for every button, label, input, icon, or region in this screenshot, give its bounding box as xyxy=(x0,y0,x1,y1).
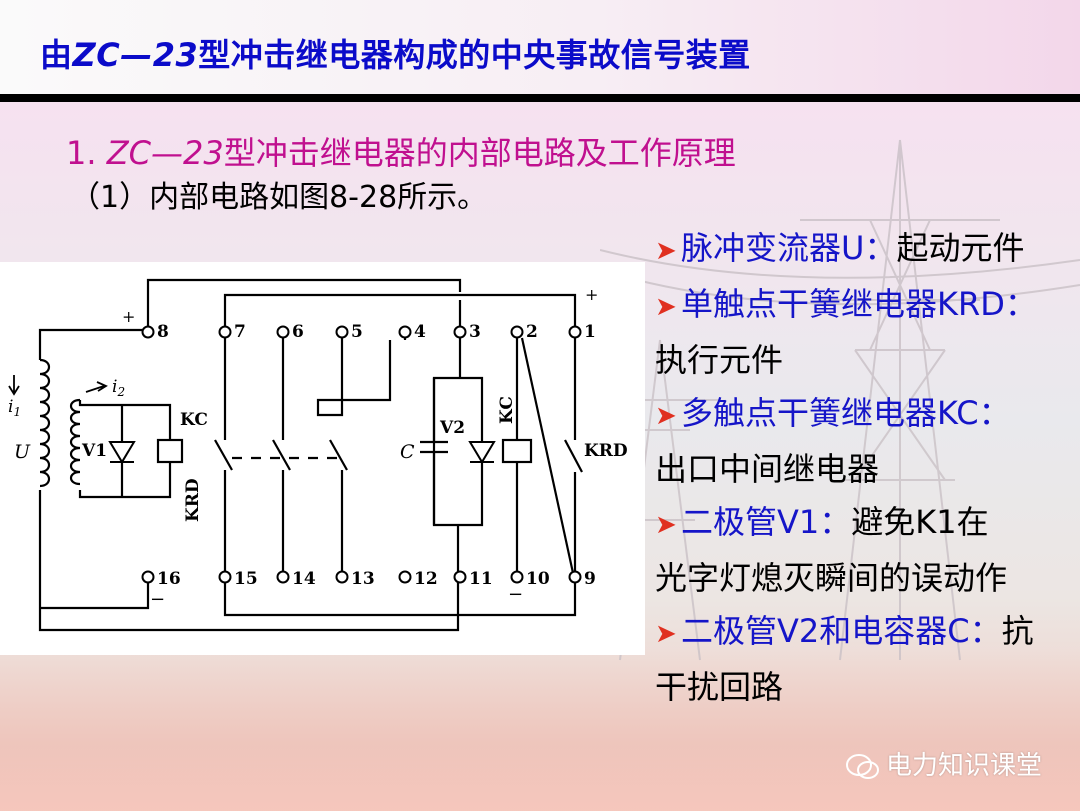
list-item: ➤二极管V1：避免K1在 xyxy=(655,496,1075,552)
arrow-bullet-icon: ➤ xyxy=(655,510,677,540)
top-terminal-label-7: 7 xyxy=(234,322,246,342)
component-list: ➤脉冲变流器U：起动元件 ➤单触点干簧继电器KRD： 执行元件 ➤多触点干簧继电… xyxy=(655,222,1075,714)
bottom-terminal-label-13: 13 xyxy=(351,569,375,589)
circuit-diagram: + + − − i1 i2 U V1 V2 KC C KRD KRD KC 8 7… xyxy=(8,278,628,632)
minus-right-label: − xyxy=(508,584,523,605)
list-item: ➤二极管V2和电容器C：抗 xyxy=(655,605,1075,661)
arrow-bullet-icon: ➤ xyxy=(655,619,677,649)
top-terminal-label-3: 3 xyxy=(469,322,481,342)
bottom-terminal-label-12: 12 xyxy=(414,569,438,589)
section-heading: 1. ZC—23型冲击继电器的内部电路及工作原理 xyxy=(66,134,736,172)
list-item-desc: 出口中间继电器 xyxy=(655,450,880,488)
bottom-terminal-11 xyxy=(453,570,467,584)
KRD-right-label: KRD xyxy=(584,441,628,461)
top-terminal-5 xyxy=(335,325,349,339)
plus-left-label: + xyxy=(122,307,135,326)
list-item: ➤多触点干簧继电器KC： xyxy=(655,387,1075,443)
top-terminal-2 xyxy=(510,325,524,339)
top-terminal-6 xyxy=(276,325,290,339)
list-item-desc: 干扰回路 xyxy=(655,668,784,706)
title-band xyxy=(0,0,1080,95)
arrow-bullet-icon: ➤ xyxy=(655,292,677,322)
minus-left-label: − xyxy=(150,589,165,610)
V1-label: V1 xyxy=(81,441,107,461)
top-terminal-4 xyxy=(398,325,412,339)
list-item-desc: 执行元件 xyxy=(655,341,784,379)
bottom-terminal-13 xyxy=(335,570,349,584)
list-item: ➤单触点干簧继电器KRD： xyxy=(655,278,1075,334)
top-terminal-label-4: 4 xyxy=(414,322,426,342)
list-item: ➤脉冲变流器U：起动元件 xyxy=(655,222,1075,278)
bottom-terminal-label-14: 14 xyxy=(292,569,316,589)
KC-left-label: KC xyxy=(180,410,208,430)
title-divider xyxy=(0,94,1080,102)
top-terminal-label-6: 6 xyxy=(292,322,304,342)
bottom-terminal-14 xyxy=(276,570,290,584)
arrow-bullet-icon: ➤ xyxy=(655,236,677,266)
bottom-terminal-label-9: 9 xyxy=(584,569,596,589)
bottom-terminal-9 xyxy=(568,570,582,584)
KC-right-label: KC xyxy=(497,396,517,424)
bottom-terminal-16 xyxy=(141,570,155,584)
bottom-terminal-label-10: 10 xyxy=(526,569,550,589)
top-terminal-7 xyxy=(218,325,232,339)
i1-label: i1 xyxy=(8,397,21,419)
list-item-desc: 光字灯熄灭瞬间的误动作 xyxy=(655,559,1008,597)
V2-label: V2 xyxy=(439,418,465,438)
wechat-icon xyxy=(846,753,879,779)
sunset-background xyxy=(0,650,1080,811)
bottom-terminal-label-16: 16 xyxy=(157,569,181,589)
bottom-terminal-15 xyxy=(218,570,232,584)
slide-title: 由ZC—23型冲击继电器构成的中央事故信号装置 xyxy=(40,36,751,74)
arrow-bullet-icon: ➤ xyxy=(655,401,677,431)
KRD-left-label: KRD xyxy=(183,478,203,522)
bottom-terminal-10 xyxy=(510,570,524,584)
bottom-terminal-label-15: 15 xyxy=(234,569,258,589)
U-label: U xyxy=(14,441,31,463)
circuit-diagram-panel: + + − − i1 i2 U V1 V2 KC C KRD KRD KC 8 7… xyxy=(0,262,645,655)
top-terminal-label-8: 8 xyxy=(157,322,169,342)
i2-label: i2 xyxy=(112,377,125,399)
C-label: C xyxy=(400,441,415,463)
wechat-watermark: 电力知识课堂 xyxy=(846,745,1042,782)
bottom-terminal-label-11: 11 xyxy=(469,569,493,589)
bottom-terminal-12 xyxy=(398,570,412,584)
plus-right-label: + xyxy=(585,285,598,304)
top-terminal-label-5: 5 xyxy=(351,322,363,342)
top-terminal-8 xyxy=(141,325,155,339)
section-subheading: （1）内部电路如图8-28所示。 xyxy=(70,180,488,215)
top-terminal-1 xyxy=(568,325,582,339)
top-terminal-label-1: 1 xyxy=(584,322,596,342)
top-terminal-3 xyxy=(453,325,467,339)
top-terminal-label-2: 2 xyxy=(526,322,538,342)
